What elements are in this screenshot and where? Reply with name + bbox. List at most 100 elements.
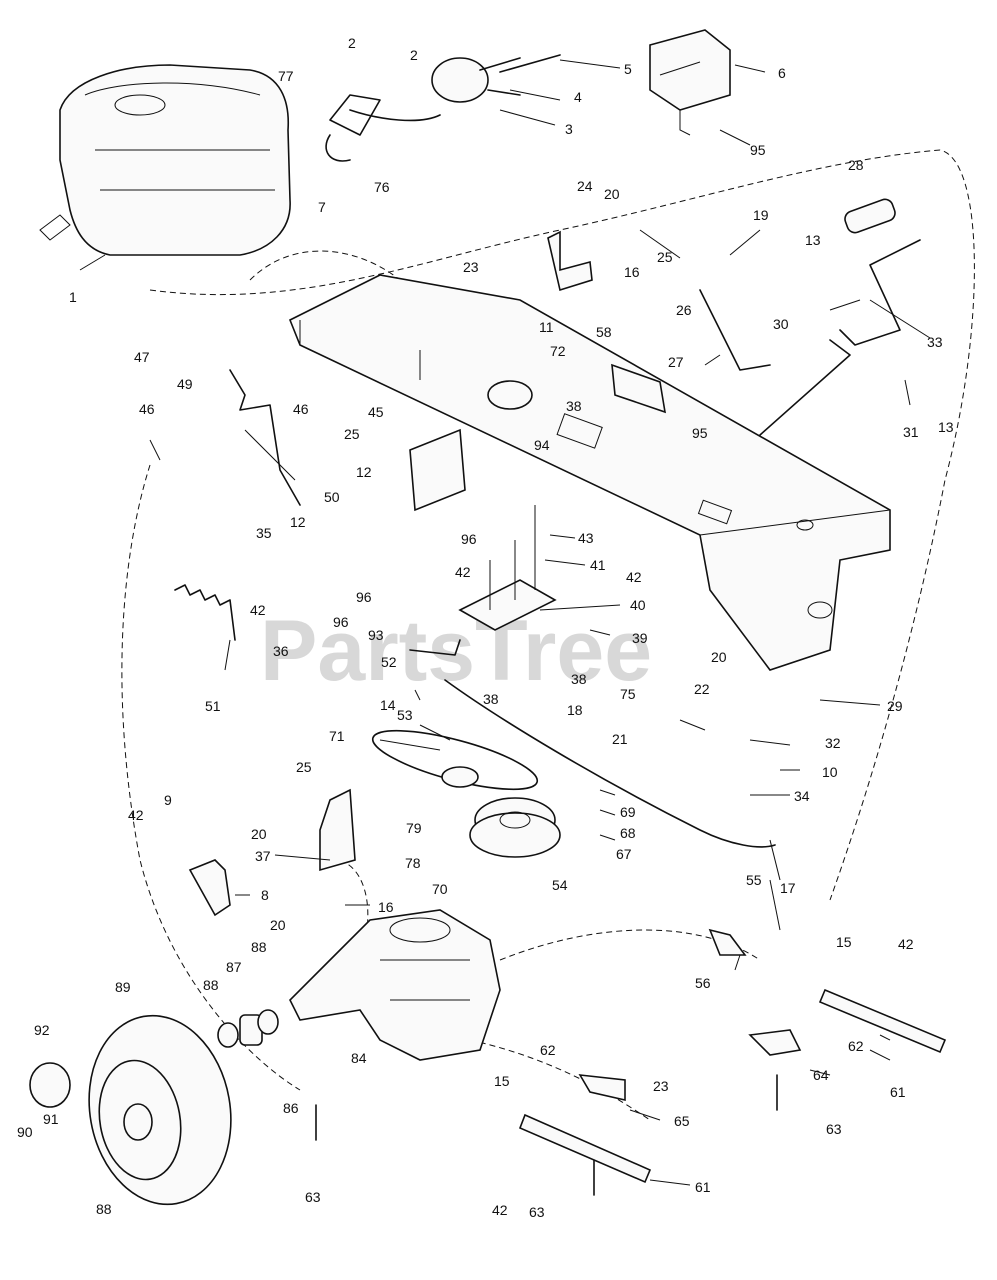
callout-28: 28 xyxy=(848,157,864,173)
muffler xyxy=(325,57,521,162)
callout-88: 88 xyxy=(251,939,267,955)
callout-23: 23 xyxy=(653,1078,669,1094)
callout-88: 88 xyxy=(96,1201,112,1217)
callout-40: 40 xyxy=(630,597,646,613)
callout-50: 50 xyxy=(324,489,340,505)
callout-15: 15 xyxy=(494,1073,510,1089)
engine xyxy=(39,64,291,256)
callout-71: 71 xyxy=(329,728,345,744)
callout-29: 29 xyxy=(887,698,903,714)
callout-39: 39 xyxy=(632,630,648,646)
idler-arm xyxy=(409,639,461,656)
callout-20: 20 xyxy=(604,186,620,202)
callout-63: 63 xyxy=(826,1121,842,1137)
callout-23: 23 xyxy=(463,259,479,275)
callout-3: 3 xyxy=(565,121,573,137)
callout-95: 95 xyxy=(750,142,766,158)
callout-58: 58 xyxy=(596,324,612,340)
callout-65: 65 xyxy=(674,1113,690,1129)
callout-51: 51 xyxy=(205,698,221,714)
callout-79: 79 xyxy=(406,820,422,836)
callout-55: 55 xyxy=(746,872,762,888)
callout-19: 19 xyxy=(753,207,769,223)
callout-14: 14 xyxy=(380,697,396,713)
callout-89: 89 xyxy=(115,979,131,995)
callout-9: 9 xyxy=(164,792,172,808)
callout-67: 67 xyxy=(616,846,632,862)
spacers xyxy=(217,1009,279,1048)
callout-72: 72 xyxy=(550,343,566,359)
callout-25: 25 xyxy=(657,249,673,265)
link-bars xyxy=(518,988,947,1184)
spring xyxy=(174,584,236,641)
callout-41: 41 xyxy=(590,557,606,573)
callout-20: 20 xyxy=(270,917,286,933)
callout-8: 8 xyxy=(261,887,269,903)
bolts xyxy=(315,1074,778,1196)
callout-84: 84 xyxy=(351,1050,367,1066)
callout-6: 6 xyxy=(778,65,786,81)
callout-96: 96 xyxy=(356,589,372,605)
callout-38: 38 xyxy=(566,398,582,414)
callout-47: 47 xyxy=(134,349,150,365)
callout-45: 45 xyxy=(368,404,384,420)
callout-34: 34 xyxy=(794,788,810,804)
bolt xyxy=(499,54,561,73)
transaxle xyxy=(289,909,501,1061)
callout-25: 25 xyxy=(344,426,360,442)
callout-62: 62 xyxy=(540,1042,556,1058)
bracket xyxy=(708,928,747,956)
mounting-plate xyxy=(458,505,557,631)
callout-94: 94 xyxy=(534,437,550,453)
callout-96: 96 xyxy=(461,531,477,547)
callout-35: 35 xyxy=(256,525,272,541)
callout-69: 69 xyxy=(620,804,636,820)
callout-26: 26 xyxy=(676,302,692,318)
callout-30: 30 xyxy=(773,316,789,332)
hub-cap xyxy=(29,1062,71,1108)
callout-33: 33 xyxy=(927,334,943,350)
callout-2: 2 xyxy=(348,35,356,51)
callout-77: 77 xyxy=(278,68,294,84)
control-cable xyxy=(444,679,776,848)
wheel xyxy=(88,1014,232,1206)
callout-24: 24 xyxy=(577,178,593,194)
callout-17: 17 xyxy=(780,880,796,896)
callout-75: 75 xyxy=(620,686,636,702)
callout-42: 42 xyxy=(128,807,144,823)
frame-brackets xyxy=(409,230,667,512)
callout-4: 4 xyxy=(574,89,582,105)
bracket xyxy=(578,1074,626,1102)
callout-16: 16 xyxy=(378,899,394,915)
callout-93: 93 xyxy=(368,627,384,643)
callout-38: 38 xyxy=(483,691,499,707)
bracket xyxy=(188,859,231,917)
callout-31: 31 xyxy=(903,424,919,440)
callout-36: 36 xyxy=(273,643,289,659)
callout-11: 11 xyxy=(539,319,554,335)
callout-87: 87 xyxy=(226,959,242,975)
callout-53: 53 xyxy=(397,707,413,723)
callout-42: 42 xyxy=(250,602,266,618)
callout-12: 12 xyxy=(290,514,306,530)
main-frame xyxy=(288,274,891,671)
callout-20: 20 xyxy=(251,826,267,842)
callout-86: 86 xyxy=(283,1100,299,1116)
callout-46: 46 xyxy=(139,401,155,417)
callout-70: 70 xyxy=(432,881,448,897)
callout-27: 27 xyxy=(668,354,684,370)
drive-belt xyxy=(371,729,561,858)
callout-96: 96 xyxy=(333,614,349,630)
heat-shield xyxy=(649,29,731,136)
callout-1: 1 xyxy=(69,289,77,305)
callout-22: 22 xyxy=(694,681,710,697)
callout-32: 32 xyxy=(825,735,841,751)
callout-38: 38 xyxy=(571,671,587,687)
callout-49: 49 xyxy=(177,376,193,392)
callout-21: 21 xyxy=(612,731,628,747)
callout-64: 64 xyxy=(813,1067,829,1083)
callout-68: 68 xyxy=(620,825,636,841)
callout-15: 15 xyxy=(836,934,852,950)
